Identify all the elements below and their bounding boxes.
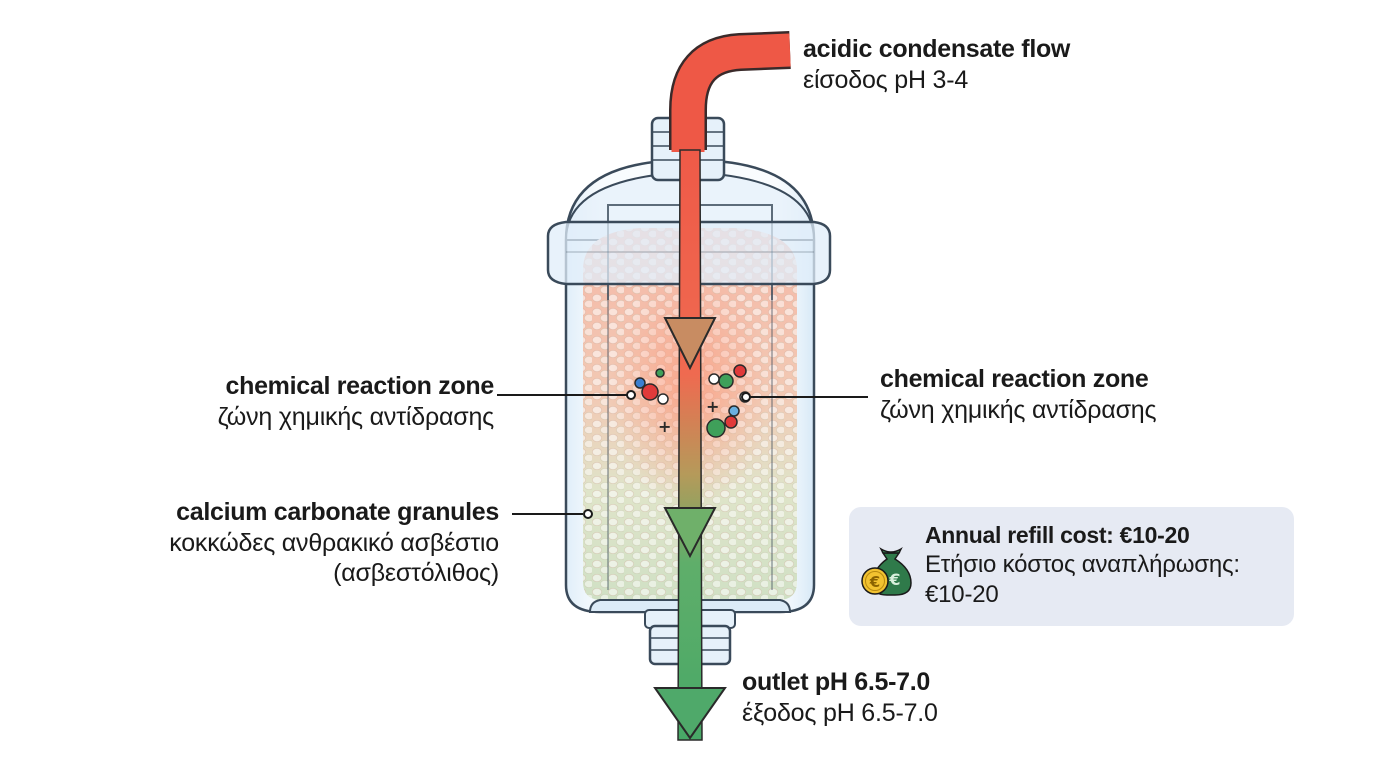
granules-label-gr1: κοκκώδες ανθρακικό ασβέστιο: [169, 528, 499, 557]
reaction-zone-right-gr: ζώνη χημικής αντίδρασης: [880, 395, 1157, 424]
granules-label: calcium carbonate granules κοκκώδες ανθρ…: [110, 497, 499, 589]
reaction-zone-label-right: chemical reaction zone ζώνη χημικής αντί…: [880, 364, 1157, 425]
refill-cost-en: Annual refill cost: €10-20: [925, 522, 1190, 548]
reaction-zone-left-en: chemical reaction zone: [225, 372, 495, 400]
reaction-zone-right-en: chemical reaction zone: [880, 365, 1149, 393]
inlet-label: acidic condensate flow είσοδος pH 3-4: [803, 34, 1070, 95]
inlet-label-gr: είσοδος pH 3-4: [803, 65, 969, 94]
refill-cost-box: € € Annual refill cost: €10-20 Ετήσιο κό…: [849, 507, 1294, 626]
leader-lines: [497, 390, 868, 519]
euro-coin-icon: €: [861, 567, 889, 595]
refill-cost-gr1: Ετήσιο κόστος αναπλήρωσης:: [925, 550, 1240, 578]
reaction-zone-left-gr: ζώνη χημικής αντίδρασης: [217, 402, 495, 431]
refill-cost-gr2: €10-20: [925, 580, 999, 608]
money-bag-icon: € €: [861, 547, 912, 596]
outlet-label-gr: έξοδος pH 6.5-7.0: [742, 698, 938, 727]
granules-label-gr2: (ασβεστόλιθος): [333, 559, 499, 587]
granules-label-en: calcium carbonate granules: [176, 498, 499, 526]
svg-text:+: +: [658, 417, 671, 436]
outlet-label: outlet pH 6.5-7.0 έξοδος pH 6.5-7.0: [742, 667, 938, 728]
flow-arrow-icon: [653, 149, 727, 741]
inlet-label-en: acidic condensate flow: [803, 35, 1071, 63]
svg-text:€: €: [888, 570, 900, 589]
outlet-label-en: outlet pH 6.5-7.0: [742, 668, 930, 696]
reaction-zone-label-left: chemical reaction zone ζώνη χημικής αντί…: [140, 371, 495, 432]
svg-text:+: +: [706, 397, 719, 416]
svg-text:€: €: [869, 573, 880, 591]
